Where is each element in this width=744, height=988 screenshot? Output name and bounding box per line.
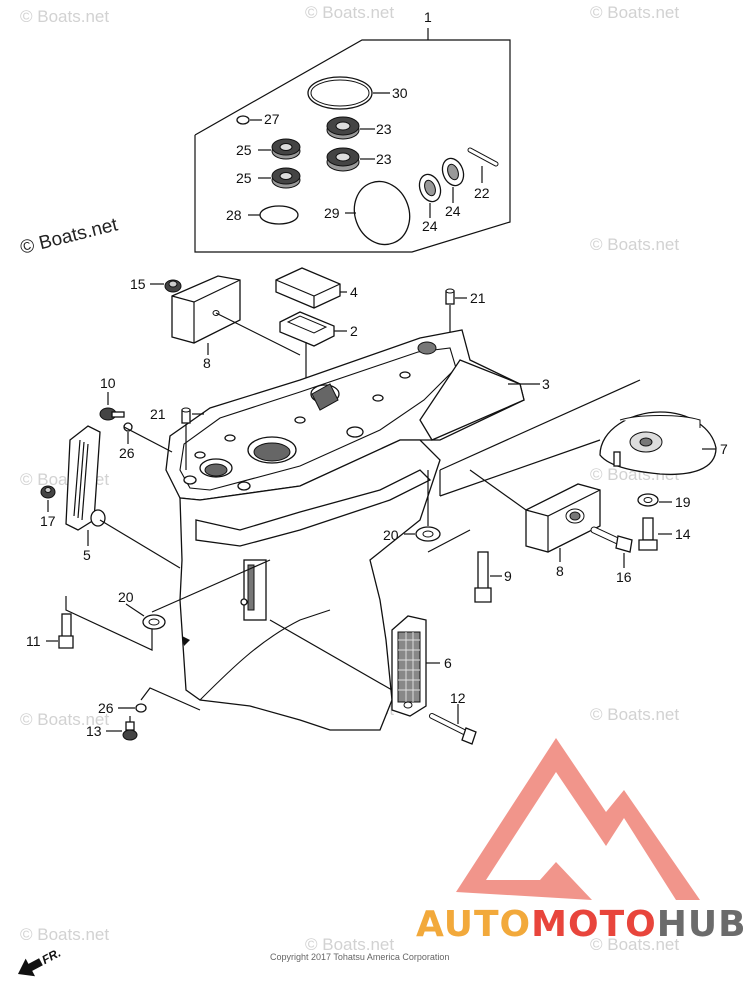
callout-15: 15 xyxy=(130,276,146,292)
watermark: © Boats.net xyxy=(20,925,109,944)
callout-6: 6 xyxy=(444,655,452,671)
o-ring-29 xyxy=(353,180,411,246)
watermark: © Boats.net xyxy=(20,7,109,26)
callout-30: 30 xyxy=(392,85,408,101)
logo-triangle-icon xyxy=(456,738,700,900)
callout-1: 1 xyxy=(424,9,432,25)
bolt-10 xyxy=(99,407,125,421)
callout-12: 12 xyxy=(450,690,466,706)
logo-text-hub: HUB xyxy=(657,904,744,945)
callout-16: 16 xyxy=(616,569,632,585)
callout-9: 9 xyxy=(504,568,512,584)
svg-text:AUTOMOTOHUB: AUTOMOTOHUB xyxy=(416,904,744,945)
callout-4: 4 xyxy=(350,284,358,300)
callout-5: 5 xyxy=(83,547,91,563)
callout-27: 27 xyxy=(264,111,280,127)
bolt-14 xyxy=(638,517,658,551)
washer-26b xyxy=(135,703,147,713)
callout-24: 24 xyxy=(445,203,461,219)
lower-left-parts xyxy=(46,559,271,741)
callout-26: 26 xyxy=(119,445,135,461)
middle-parts xyxy=(404,470,502,603)
callout-21: 21 xyxy=(470,290,486,306)
gear-case-3 xyxy=(165,329,525,731)
watermark: © Boats.net xyxy=(590,935,679,954)
callout-8: 8 xyxy=(556,563,564,579)
callouts: 1 30 27 23 23 25 25 22 24 24 28 29 15 4 … xyxy=(26,9,728,739)
callout-14: 14 xyxy=(675,526,691,542)
automotohub-logo: AUTOMOTOHUB xyxy=(416,738,744,945)
seal-24b xyxy=(441,157,465,187)
callout-23: 23 xyxy=(376,121,392,137)
callout-11: 11 xyxy=(26,633,41,649)
o-ring-30 xyxy=(307,76,373,110)
callout-10: 10 xyxy=(100,375,116,391)
callout-20: 20 xyxy=(383,527,399,543)
front-label: FR. xyxy=(39,946,63,967)
cover-7 xyxy=(599,411,717,476)
dowel-21a xyxy=(445,288,455,305)
watermark: © Boats.net xyxy=(590,235,679,254)
upper-parts xyxy=(150,267,467,400)
watermark: © Boats.net xyxy=(590,3,679,22)
callout-20: 20 xyxy=(118,589,134,605)
rubber-2 xyxy=(279,311,335,347)
callout-29: 29 xyxy=(324,205,340,221)
seal-24a xyxy=(418,173,442,203)
callout-25: 25 xyxy=(236,142,252,158)
front-arrow-icon xyxy=(17,958,43,977)
callout-21: 21 xyxy=(150,406,166,422)
watermark-main: © Boats.net xyxy=(18,214,120,259)
spacer-8a xyxy=(171,275,241,344)
nut-17 xyxy=(40,485,56,499)
o-ring-28 xyxy=(259,205,299,225)
callout-3: 3 xyxy=(542,376,550,392)
callout-25: 25 xyxy=(236,170,252,186)
pad-4 xyxy=(275,267,341,309)
spacer-8b xyxy=(525,483,601,553)
logo-text-moto: MOTO xyxy=(531,904,657,945)
bearing-25b xyxy=(271,167,301,189)
callout-24: 24 xyxy=(422,218,438,234)
bolt-11 xyxy=(58,613,74,649)
callout-19: 19 xyxy=(675,494,691,510)
dowel-21b xyxy=(181,407,191,424)
lower-right-parts xyxy=(269,615,477,745)
watermark: © Boats.net xyxy=(20,710,109,729)
copyright-text: Copyright 2017 Tohatsu America Corporati… xyxy=(270,952,449,962)
callout-8: 8 xyxy=(203,355,211,371)
right-parts xyxy=(439,379,717,568)
callout-26: 26 xyxy=(98,700,114,716)
watermark: © Boats.net xyxy=(305,935,394,954)
bolt-9 xyxy=(474,551,492,603)
bearing-23a xyxy=(326,116,360,140)
pin-22 xyxy=(467,147,499,167)
bolt-16 xyxy=(590,526,633,553)
watermark: © Boats.net xyxy=(590,705,679,724)
watermark: © Boats.net xyxy=(305,3,394,22)
nut-15 xyxy=(164,279,182,293)
callout-23: 23 xyxy=(376,151,392,167)
callout-17: 17 xyxy=(40,513,56,529)
callout-7: 7 xyxy=(720,441,728,457)
bearing-25a xyxy=(271,138,301,160)
front-direction-marker: FR. xyxy=(17,946,63,977)
left-parts xyxy=(40,392,204,569)
callout-28: 28 xyxy=(226,207,242,223)
bolt-13 xyxy=(122,721,138,741)
logo-text-auto: AUTO xyxy=(416,904,531,945)
bolt-12 xyxy=(429,713,477,745)
plate-5 xyxy=(65,425,106,531)
bearing-23b xyxy=(326,147,360,172)
plate-6 xyxy=(391,615,427,717)
callout-2: 2 xyxy=(350,323,358,339)
kit-box xyxy=(194,28,511,253)
callout-13: 13 xyxy=(86,723,102,739)
washer-27 xyxy=(236,115,250,125)
callout-22: 22 xyxy=(474,185,490,201)
